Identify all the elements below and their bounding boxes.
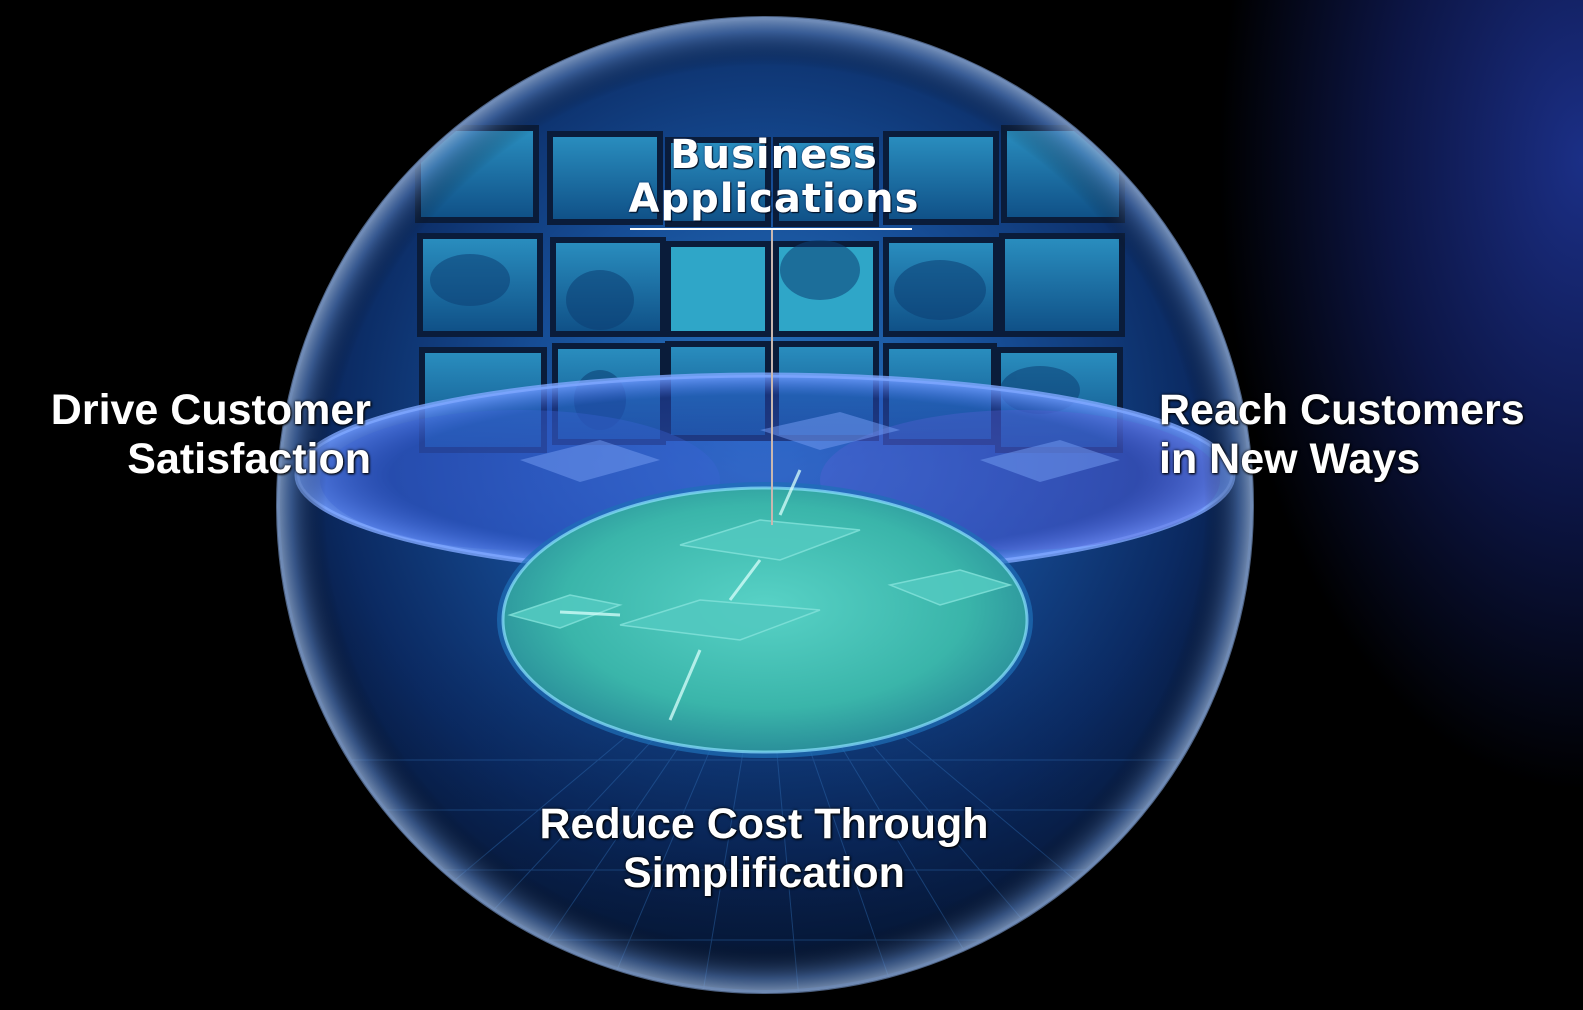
left-goal-line2: Satisfaction	[127, 435, 371, 483]
center-title-line1: Business	[670, 132, 878, 178]
bottom-goal-line1: Reduce Cost Through	[539, 800, 989, 848]
left-goal-line1: Drive Customer	[50, 386, 371, 434]
left-goal-label: Drive Customer Satisfaction	[51, 386, 371, 484]
center-title-line2: Applications	[628, 176, 920, 222]
right-goal-line1: Reach Customers	[1159, 386, 1525, 434]
right-goal-line2: in New Ways	[1159, 435, 1421, 483]
bottom-goal-line2: Simplification	[623, 849, 905, 897]
center-title-label: Business Applications	[604, 133, 944, 221]
partial-slide-title	[0, 0, 700, 8]
bottom-goal-label: Reduce Cost Through Simplification	[464, 800, 1064, 898]
right-goal-label: Reach Customers in New Ways	[1159, 386, 1525, 484]
